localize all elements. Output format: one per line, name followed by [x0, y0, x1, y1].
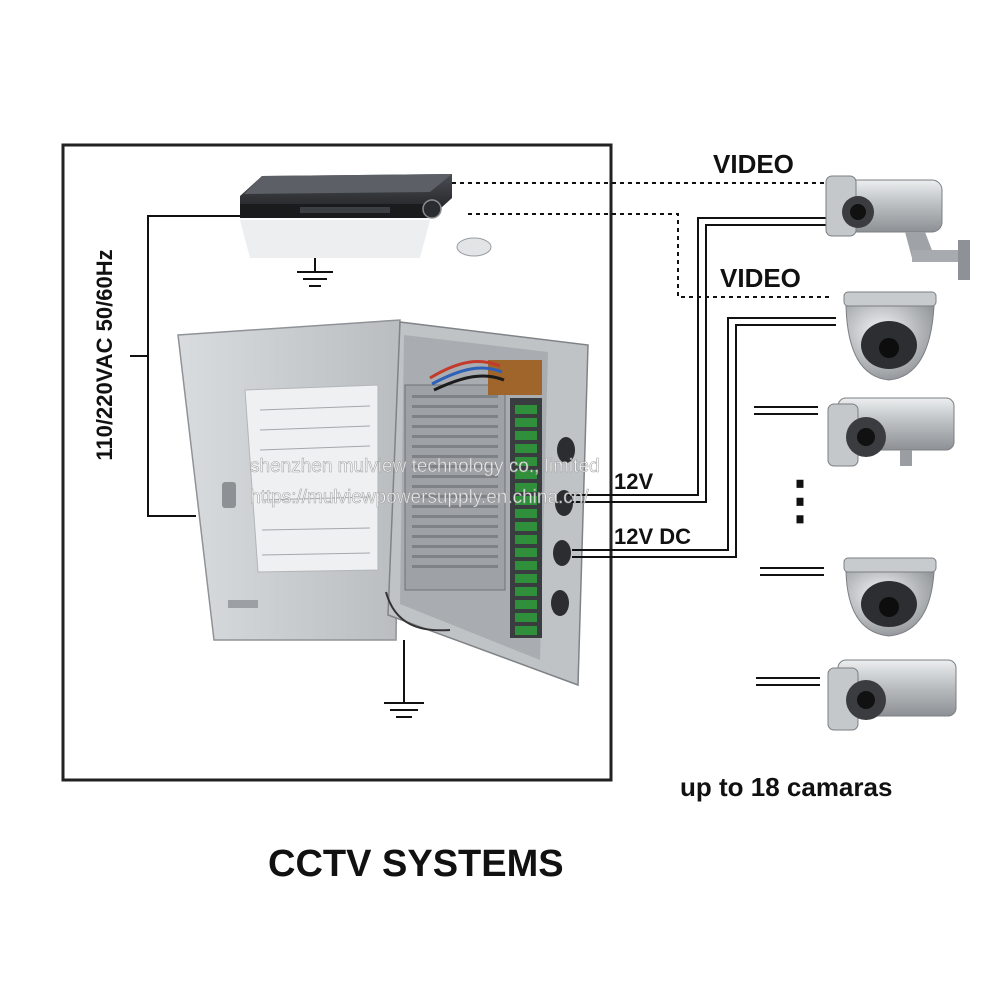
dome-camera-2: [843, 291, 937, 381]
cable-knockouts: [551, 437, 575, 616]
door-label-sheet: [244, 384, 379, 573]
dc-label-12v-dc: 12V DC: [614, 524, 691, 549]
door-lock-icon: [222, 482, 236, 508]
dvr-recorder: [240, 174, 452, 258]
cabinet-ground-icon: [384, 640, 424, 718]
video-signal-lines: [452, 182, 830, 298]
video-label-bottom: VIDEO: [720, 263, 801, 293]
system-box: [61, 143, 613, 782]
bullet-camera-3: [827, 397, 955, 467]
camera-count-label: up to 18 camaras: [680, 772, 892, 802]
dvr-ground-icon: [297, 258, 333, 287]
watermark-company: shenzhen mulview technology co., limited: [250, 456, 600, 477]
bullet-camera-1: [825, 175, 970, 280]
mains-voltage-label: 110/220VAC 50/60Hz: [92, 249, 117, 460]
mouse-icon: [456, 237, 492, 257]
more-cameras-ellipsis: ⋮: [774, 472, 826, 530]
mains-feed-wire: [130, 215, 240, 517]
camera-connection-stubs: [754, 406, 824, 686]
watermark-url: https://mulviewpowersupply.en.china.cn/: [250, 487, 589, 508]
video-label-top: VIDEO: [713, 149, 794, 179]
fuse-holders: [515, 405, 537, 635]
power-supply-cabinet: [177, 319, 589, 687]
dc-label-12v: 12V: [614, 469, 653, 494]
bullet-camera-5: [827, 659, 957, 731]
dome-camera-4: [843, 557, 937, 637]
dc-power-lines: [568, 217, 836, 558]
diagram-title: CCTV SYSTEMS: [268, 843, 564, 885]
